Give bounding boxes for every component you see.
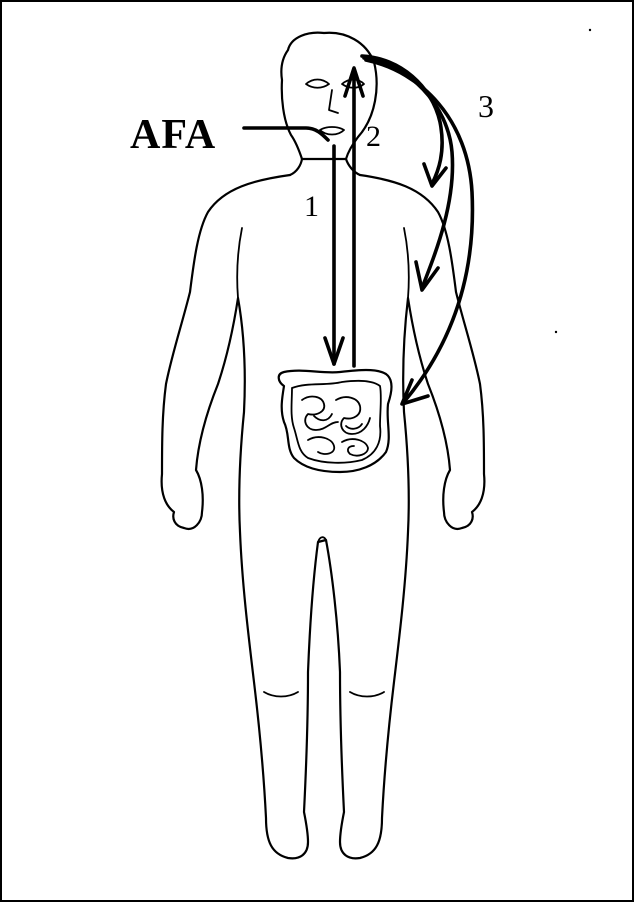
small-intestine-coil-4: [342, 439, 368, 455]
speck-top: [589, 29, 591, 31]
neck-left: [290, 159, 302, 175]
large-intestine: [279, 370, 392, 472]
intestines: [279, 370, 392, 472]
left-eye: [306, 80, 329, 88]
right-armpit: [404, 228, 409, 298]
body-outline: [162, 175, 485, 858]
route-3-label: 3: [478, 90, 494, 122]
mouth: [320, 127, 344, 135]
afa-pointer-line: [244, 128, 328, 140]
route-1-label: 1: [304, 192, 319, 222]
right-knee: [350, 692, 384, 697]
small-intestine-coil-3: [308, 437, 334, 454]
route-2-label: 2: [366, 122, 381, 152]
left-armpit: [237, 228, 242, 298]
small-intestine-coil-1: [302, 397, 338, 430]
left-knee: [264, 692, 298, 697]
nose: [329, 90, 338, 113]
afa-label: AFA: [130, 114, 216, 156]
speck-right: [555, 331, 557, 333]
